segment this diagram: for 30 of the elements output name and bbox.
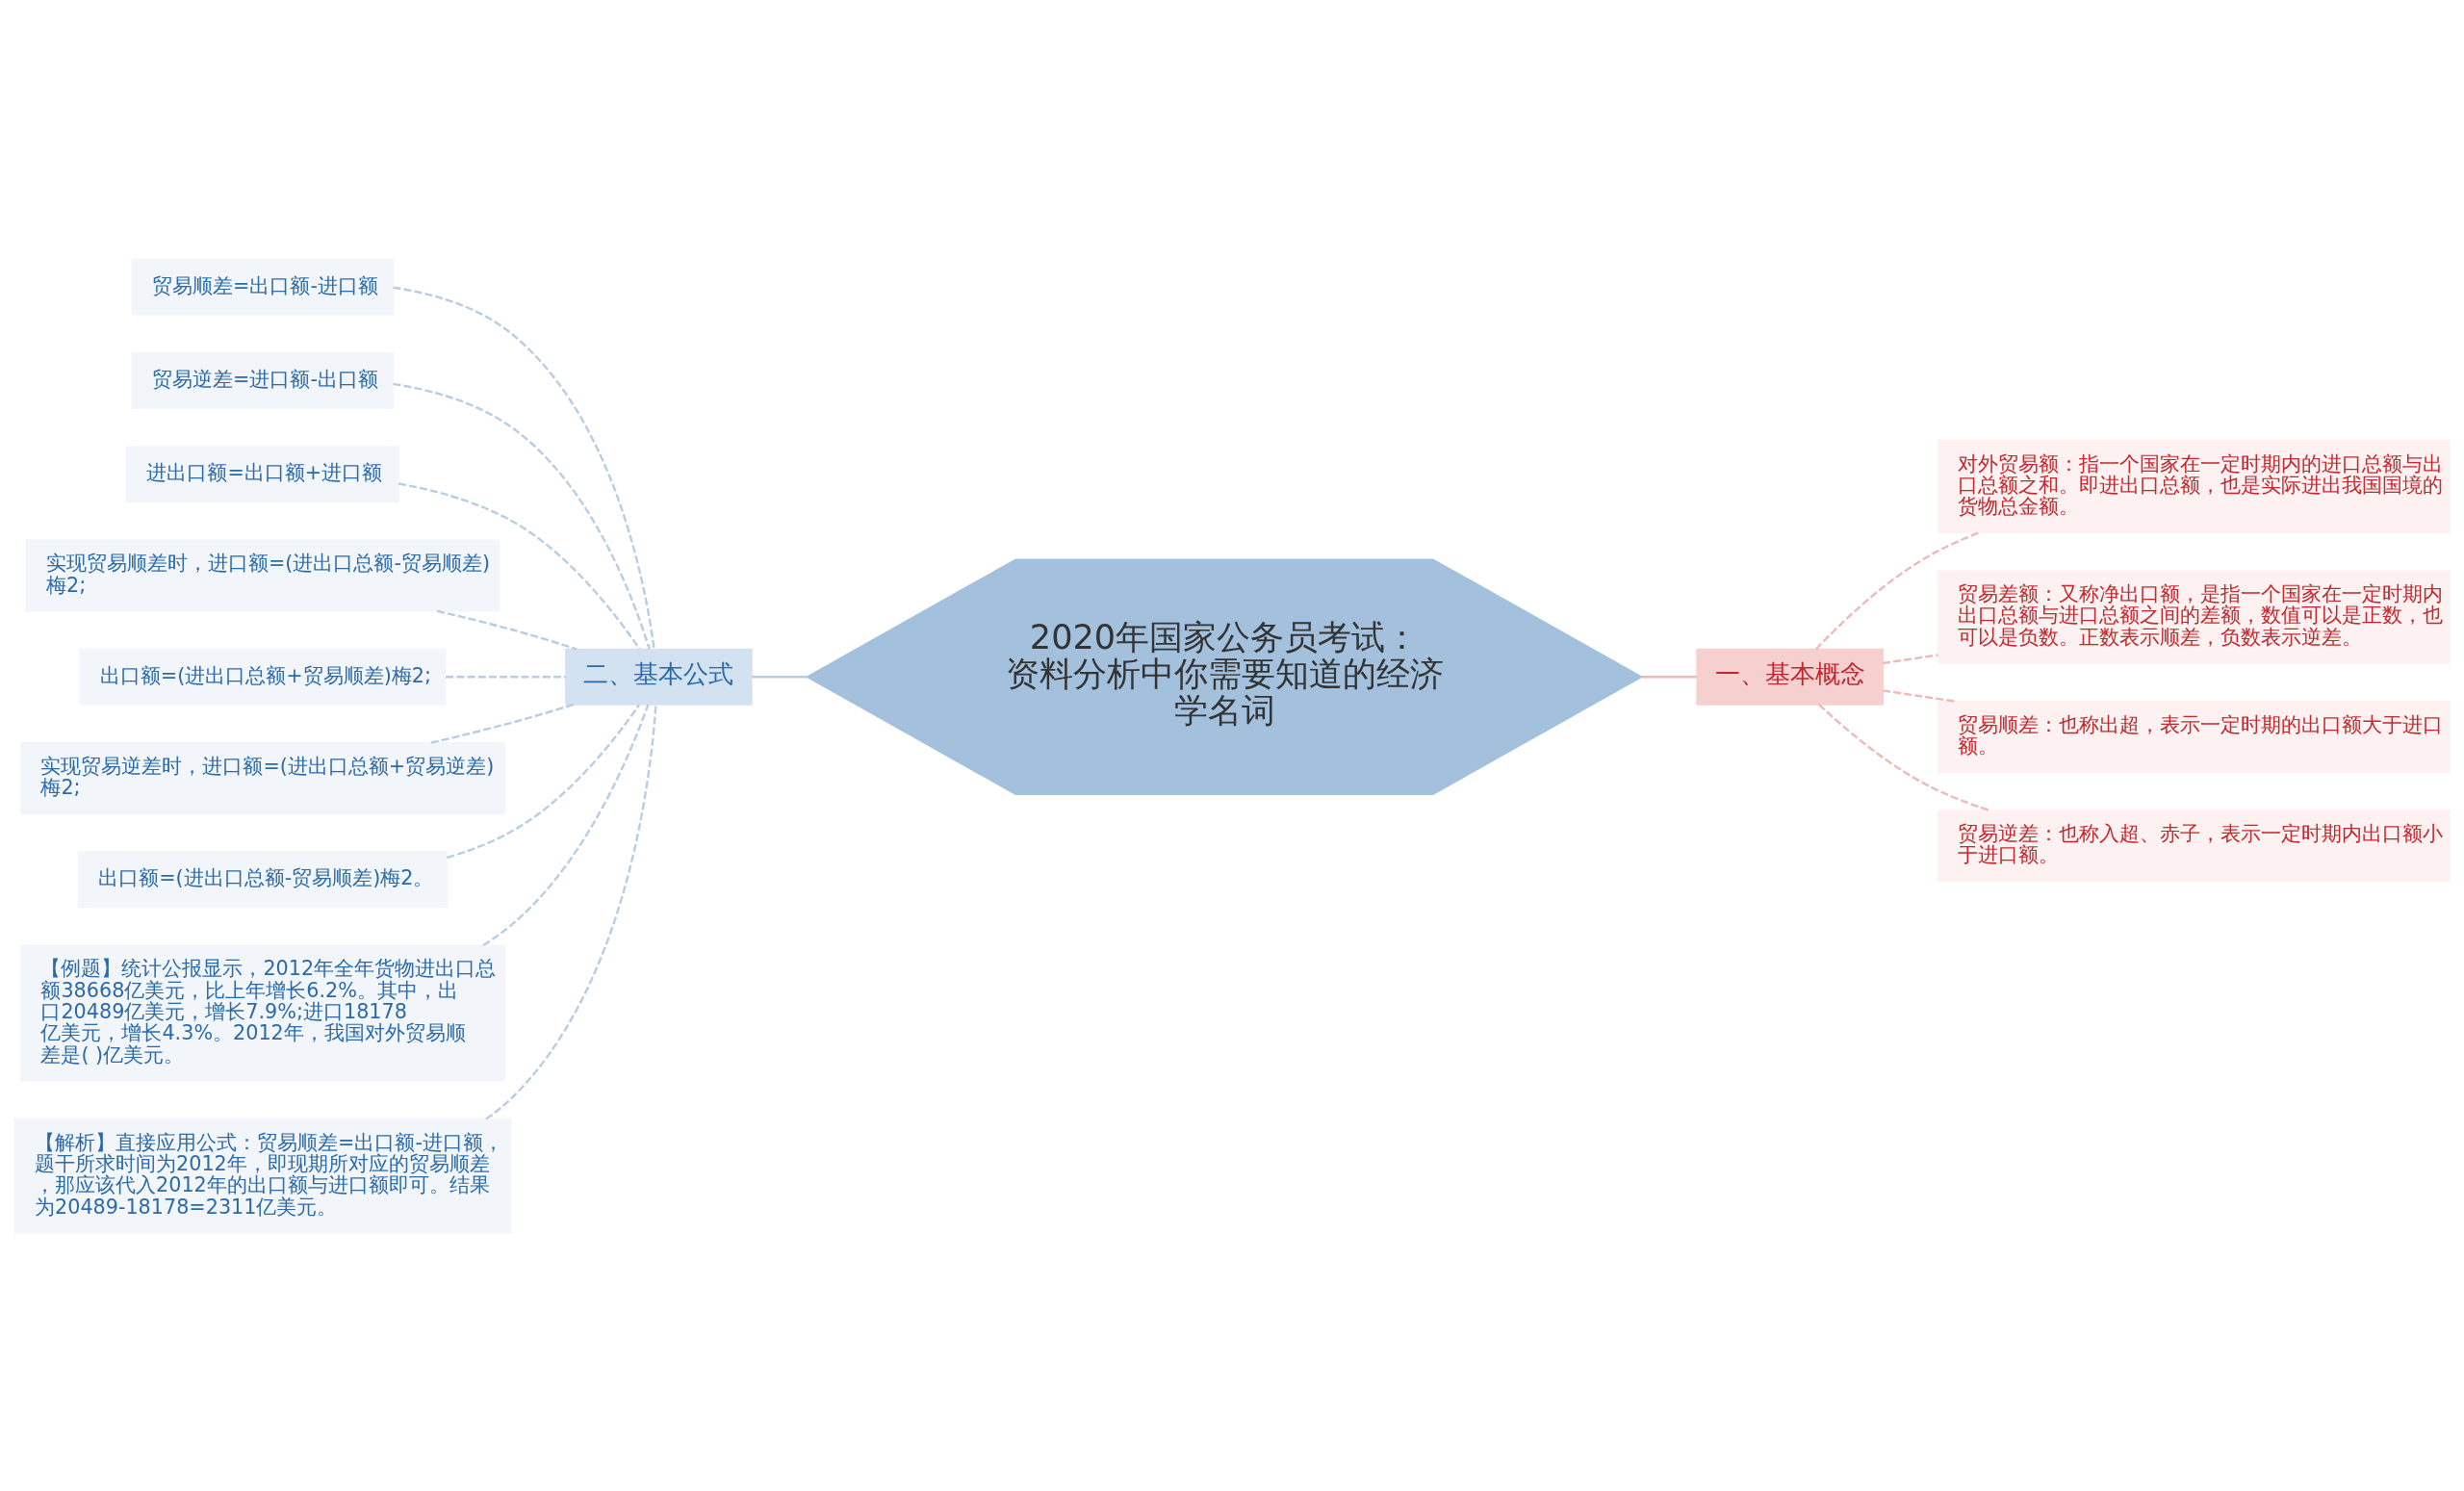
connector (393, 382, 651, 650)
node-box: 对外贸易额：指一个国家在一定时期内的进口总额与出口总额之和。即进出口总额，也是实际进出我国国境的货物总金额。 (1937, 439, 2451, 533)
connector (1883, 688, 1957, 703)
connector (430, 703, 575, 744)
node-box: 【例题】统计公报显示，2012年全年货物进出口总额38668亿美元，比上年增长6.2%。其中，出口20489亿美元，增长7.9%;进口18178亿美元，增长4.3%。2012年，我国对外贸易顺差是( )亿美元。 (19, 944, 505, 1081)
connector (1818, 703, 1990, 811)
connector (447, 704, 640, 859)
node-box: 进出口额=出口额+进口额 (125, 445, 399, 502)
node-box: 一、基本概念 (1696, 648, 1884, 706)
node-box: 出口额=(进出口总额-贸易顺差)梅2。 (77, 850, 449, 908)
connector (446, 675, 566, 678)
connector (1883, 653, 1938, 664)
node-box: 贸易逆差=进口额-出口额 (131, 351, 395, 409)
connector (482, 704, 650, 946)
connector (393, 286, 655, 649)
node-box: 实现贸易逆差时，进口额=(进出口总额+贸易逆差)梅2; (19, 741, 505, 814)
connector (398, 481, 641, 650)
connector (752, 675, 808, 678)
node-box: 二、基本公式 (565, 648, 753, 706)
node-box: 实现贸易顺差时，进口额=(进出口总额-贸易顺差)梅2; (25, 538, 500, 611)
node-box: 贸易顺差：也称出超，表示一定时期的出口额大于进口额。 (1937, 700, 2451, 773)
node-box: 贸易顺差=出口额-进口额 (131, 258, 395, 316)
node-box: 贸易逆差：也称入超、赤子，表示一定时期内出口额小于进口额。 (1937, 809, 2451, 882)
connector (485, 704, 657, 1120)
node-box: 【解析】直接应用公式：贸易顺差=出口额-进口额，题干所求时间为2012年，即现期所对应的贸易顺差，那应该代入2012年的出口额与进口额即可。结果为20489-18178=2311亿美元。 (13, 1118, 512, 1233)
connector (1815, 530, 1980, 650)
connector (436, 609, 578, 651)
node-box: 出口额=(进出口总额+贸易顺差)梅2; (79, 648, 447, 706)
node-box: 贸易差额：又称净出口额，是指一个国家在一定时期内出口总额与进口总额之间的差额，数值可以是正数，也可以是负数。正数表示顺差，负数表示逆差。 (1937, 569, 2451, 664)
connector (1642, 675, 1697, 678)
